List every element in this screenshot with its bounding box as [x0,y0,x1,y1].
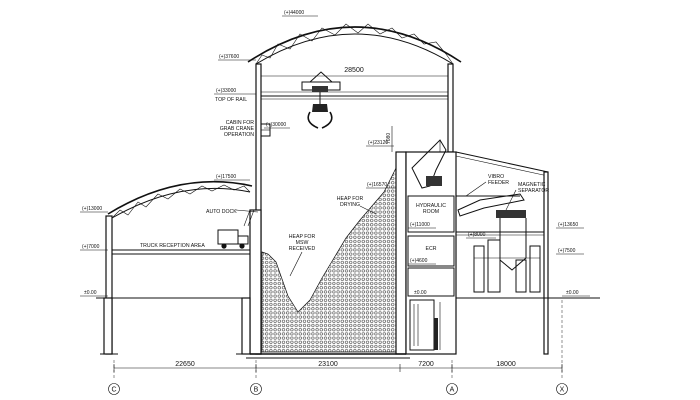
waste-heap [261,167,397,353]
dim-c-b: 22650 [175,361,195,368]
main-arched-roof [247,23,462,65]
truck [217,229,249,249]
level-shed-eave: (+)13000 [82,206,102,212]
level-right-upper: (+)13650 [558,222,578,228]
level-zero-right: ±0.00 [566,290,579,296]
grid-bubble-a: A [446,383,458,395]
svg-text:B: B [254,387,259,394]
auto-dock-ramp [243,209,255,227]
svg-text:A: A [450,387,455,394]
level-rail: (+)33000 [216,88,236,94]
label-truck-reception: TRUCK RECEPTION AREA [140,243,205,249]
dimension-lines [113,72,563,372]
label-auto-dock: AUTO DOCK [206,209,237,215]
leader-lines [235,181,517,277]
label-hydraulic-room-2: ROOM [423,209,439,215]
level-right-lower: (+)7500 [558,248,576,254]
level-zero-left: ±0.00 [84,290,97,296]
level-hopper: (+)23120 [368,140,388,146]
label-cabin-line-3: OPERATION [224,132,254,138]
feed-hopper [411,139,447,189]
label-top-of-rail: TOP OF RAIL [215,97,247,103]
label-vibro-feeder-2: FEEDER [488,180,509,186]
level-truck-floor: (+)7000 [82,244,100,250]
cabin-height-dim: 7080 [386,133,392,144]
level-hydraulic: (+)11000 [410,222,430,228]
label-cabin-line-1: CABIN FOR [226,120,254,126]
level-roof-top: (+)44000 [284,10,304,16]
grid-bubble-b: B [250,383,262,395]
grid-bubble-x: X [556,383,568,395]
truck-shed-structure [100,215,251,355]
level-hopper-base: (+)16570 [367,182,387,188]
dim-a1-a: 7200 [418,361,434,368]
label-hydraulic-room-1: HYDRAULIC [416,203,446,209]
gantry-columns [255,63,454,355]
level-markers [80,15,590,297]
label-cabin-line-2: GRAB CRANE [220,126,255,132]
level-gantry-left: (+)37600 [219,54,239,60]
grab-crane [301,71,341,129]
level-cabin: (+)30000 [266,122,286,128]
crane-cabin [260,123,271,137]
right-annex [455,151,549,355]
dim-b-a1: 23100 [318,361,338,368]
label-heap-msw-1: HEAP FOR [289,234,316,240]
label-ecr: ECR [426,246,437,252]
level-ecr-floor: (+)4600 [410,258,428,264]
label-magnetic-separator-2: SEPARATOR [518,188,549,194]
grid-bubble-c: C [108,383,120,395]
label-heap-msw-2: MSW [296,240,309,246]
svg-text:X: X [560,387,565,394]
dim-span-top: 28500 [344,67,364,74]
svg-text:C: C [111,387,116,394]
level-zero-core: ±0.00 [414,290,427,296]
level-left-roof: (+)17500 [216,174,236,180]
label-magnetic-separator-1: MAGNETIC [518,182,546,188]
label-heap-drying-1: HEAP FOR [337,196,364,202]
truck-shed-roof [107,181,253,219]
label-heap-drying-2: DRYING [340,202,360,208]
dim-a-x: 18000 [496,361,516,368]
label-heap-msw-3: RECEIVED [289,246,316,252]
label-vibro-feeder-1: VIBRO [488,174,504,180]
level-ecr-top: (+)8000 [468,232,486,238]
